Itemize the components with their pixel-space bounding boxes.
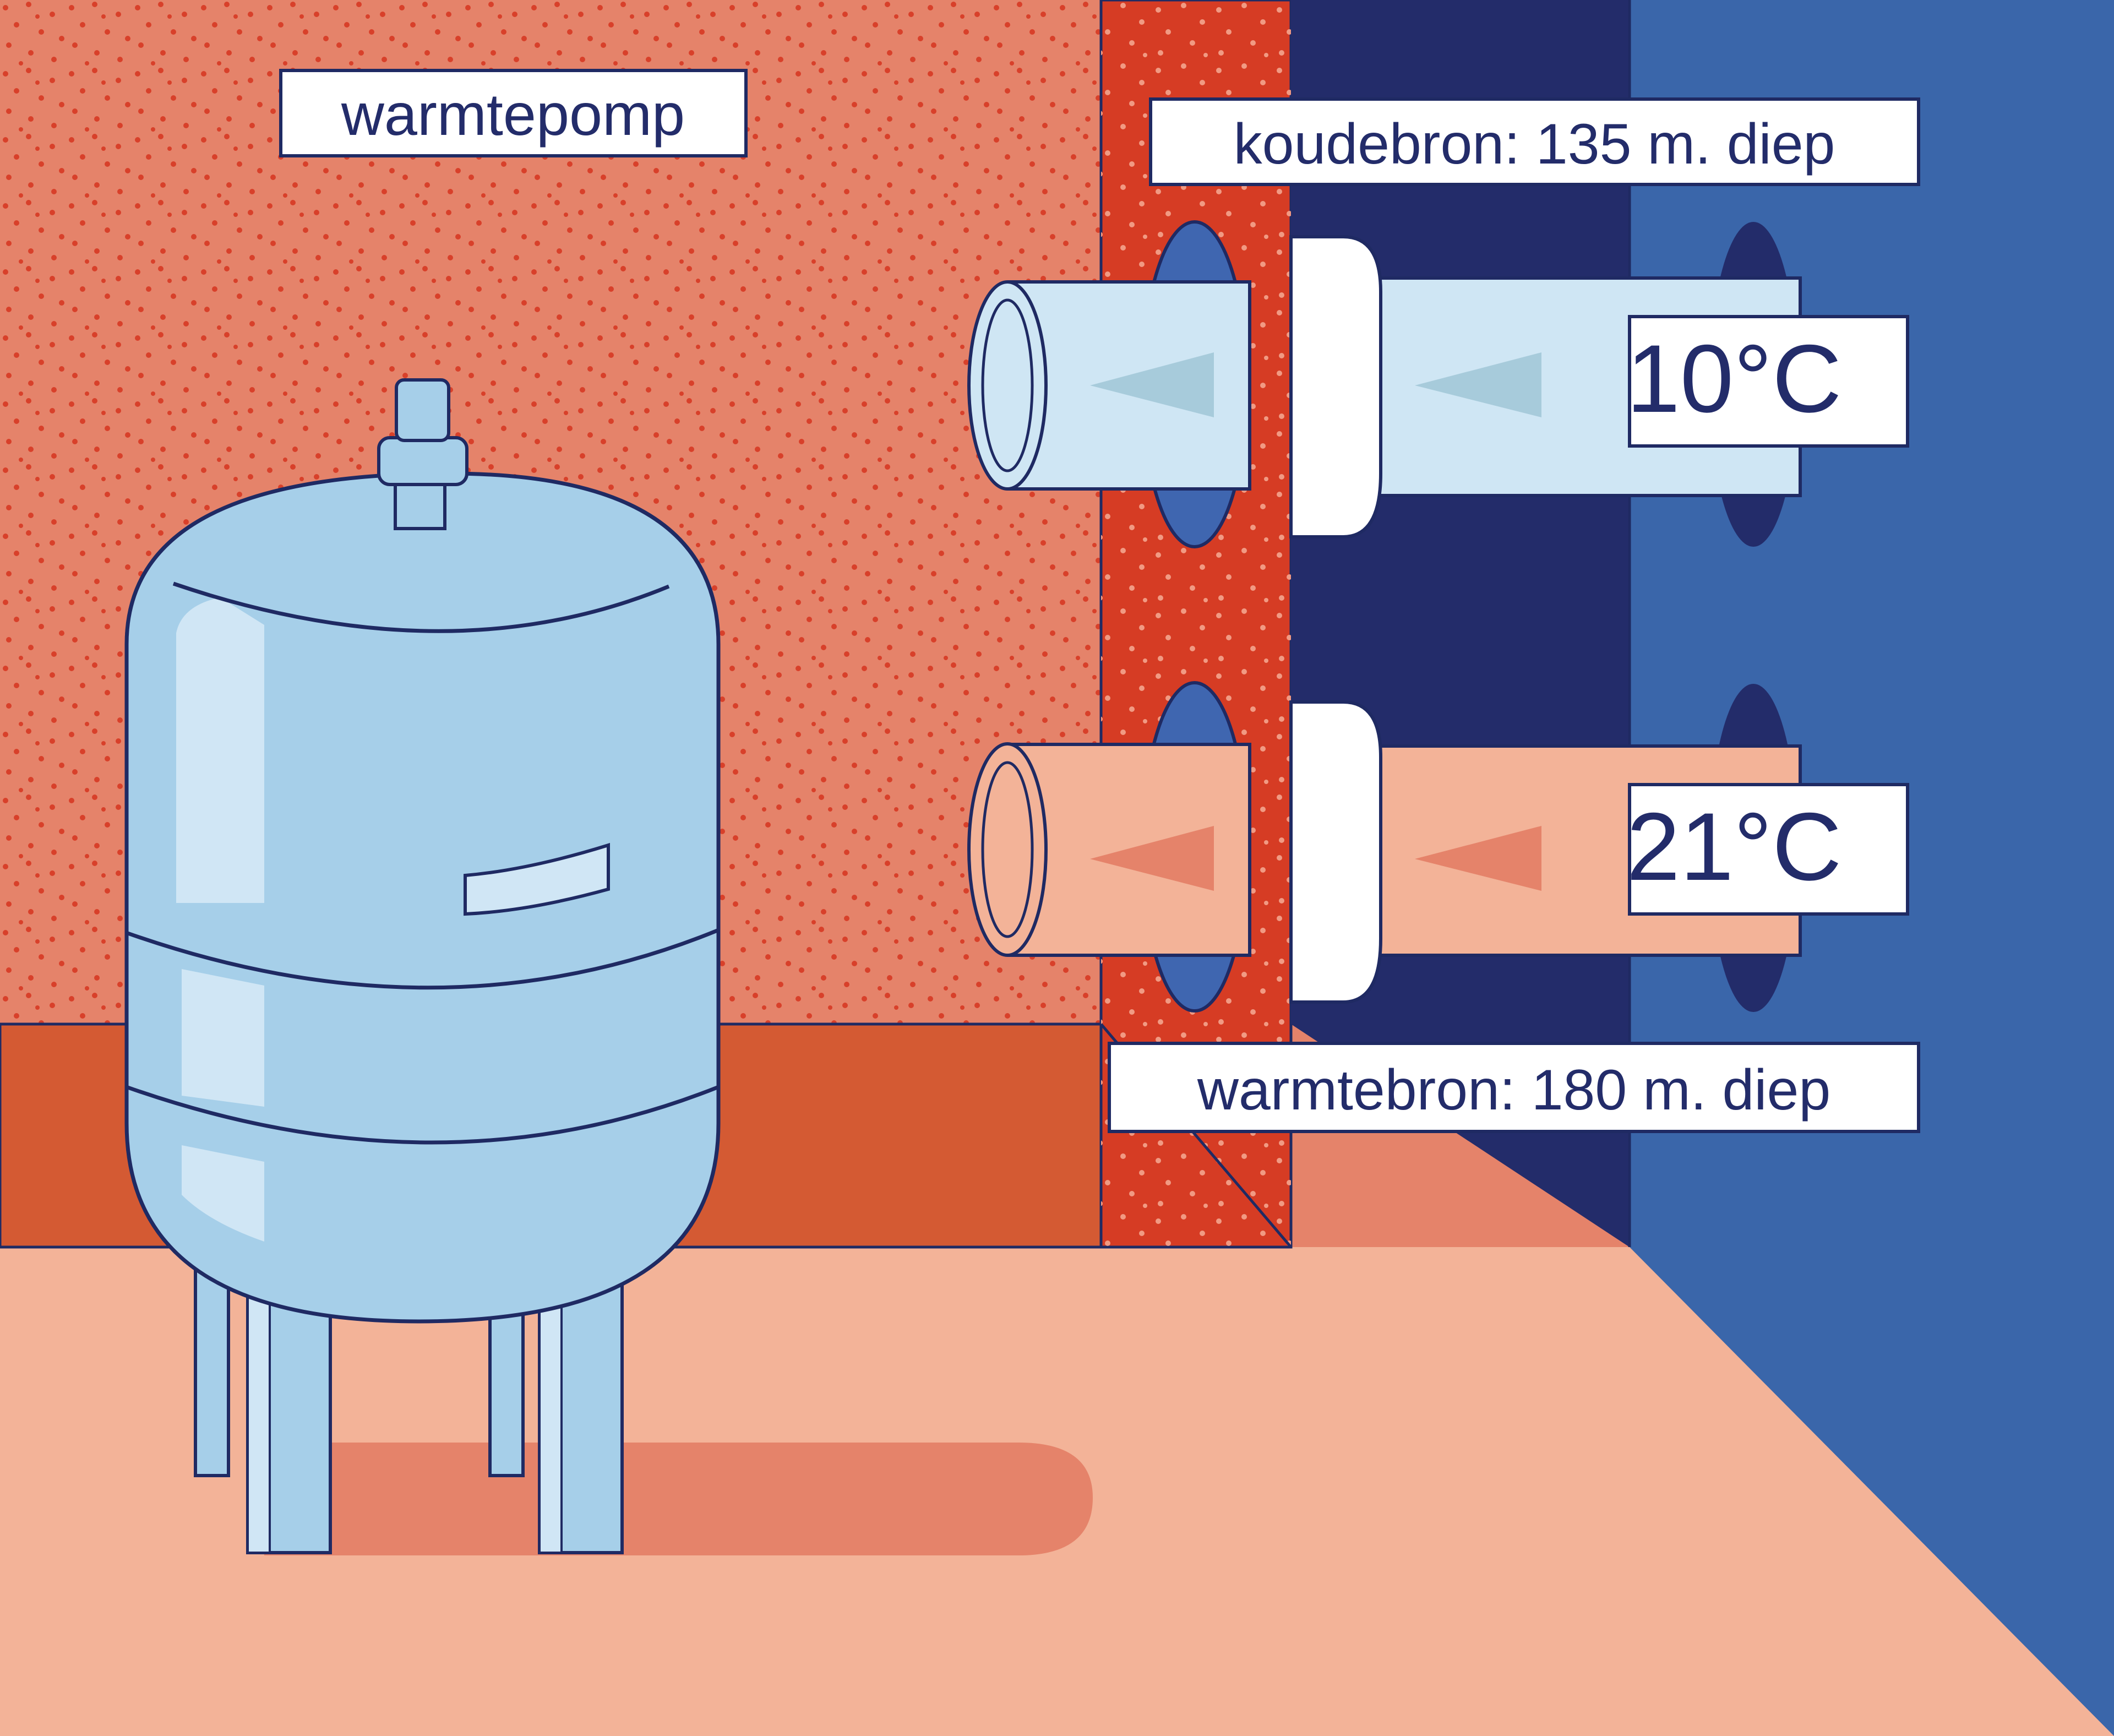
flow-arrow-icon [1090,352,1214,417]
tank-shadow [248,1443,1093,1555]
pipe-sleeve [1289,235,1382,538]
flow-arrow-icon [1090,826,1214,891]
tank-body [124,471,721,1324]
label-cold-source: koudebron: 135 m. diep [1149,97,1920,186]
cold-temperature-value: 10°C [1626,325,1841,433]
tank-nameplate [464,842,610,916]
warm-temperature-value: 21°C [1626,793,1841,901]
label-heat-pump-text: warmtepomp [341,81,685,148]
flow-arrow-icon [1415,352,1541,417]
pipe-sleeve [1289,700,1382,1004]
label-cold-source-text: koudebron: 135 m. diep [1234,112,1835,176]
cold-pipe [967,235,1802,538]
label-heat-pump: warmtepomp [279,69,748,157]
label-warm-temperature: 21°C [1626,783,1909,916]
label-warm-source-text: warmtebron: 180 m. diep [1197,1058,1830,1122]
heat-pump-tank [124,378,721,1554]
label-cold-temperature: 10°C [1626,315,1909,448]
label-warm-source: warmtebron: 180 m. diep [1108,1042,1920,1133]
red-wall-texture [1101,0,1291,1247]
flow-arrow-icon [1415,826,1541,891]
